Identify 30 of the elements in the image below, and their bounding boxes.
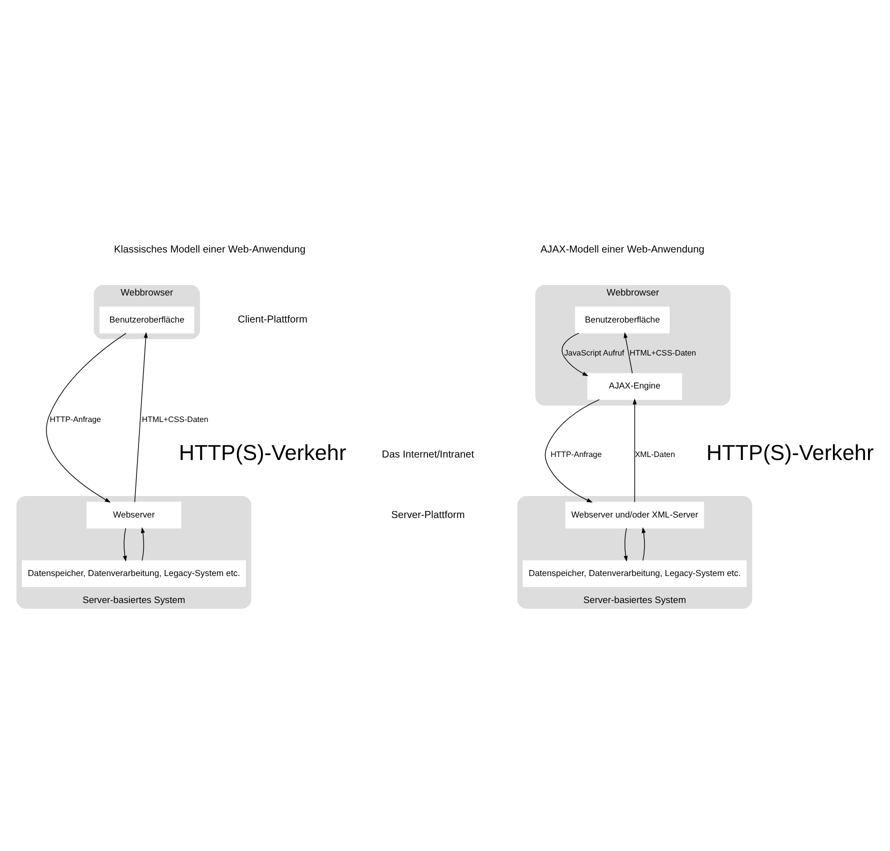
label: Klassisches Modell einer Web-Anwendung (114, 244, 306, 256)
label: Server-Plattform (391, 510, 465, 521)
node-box: Datenspeicher, Datenverarbeitung, Legacy-System etc. (522, 560, 747, 588)
label: Client-Plattform (238, 314, 308, 326)
arrow (544, 399, 600, 503)
edge-label: JavaScript Aufruf (564, 348, 624, 358)
node-box: Benutzeroberfläche (575, 306, 670, 334)
node-box: Datenspeicher, Datenverarbeitung, Legacy-System etc. (22, 560, 246, 588)
arrow (624, 332, 633, 374)
arrow (632, 398, 637, 502)
arrow (642, 527, 646, 561)
edge-label: XML-Daten (634, 450, 676, 459)
node-box: Webserver und/oder XML-Server (565, 502, 704, 528)
edge-label: HTML+CSS-Daten (142, 414, 208, 424)
label: HTTP(S)-Verkehr (706, 440, 874, 466)
arrow (122, 528, 127, 562)
arrow (562, 332, 588, 376)
node-box: Webserver (86, 502, 182, 528)
arrow (134, 332, 148, 502)
arrow (140, 527, 145, 561)
label: Das Internet/Intranet (382, 449, 474, 460)
edge-label: HTML+CSS-Daten (630, 348, 696, 358)
edge-label: HTTP-Anfrage (550, 450, 602, 459)
arrow (46, 332, 127, 503)
arrow (624, 528, 628, 562)
edge-label: HTTP-Anfrage (50, 414, 101, 424)
node-box: Benutzeroberfläche (100, 306, 194, 334)
label: HTTP(S)-Verkehr (178, 440, 346, 466)
node-box: AJAX-Engine (587, 373, 682, 400)
label: AJAX-Modell einer Web-Anwendung (540, 244, 704, 256)
